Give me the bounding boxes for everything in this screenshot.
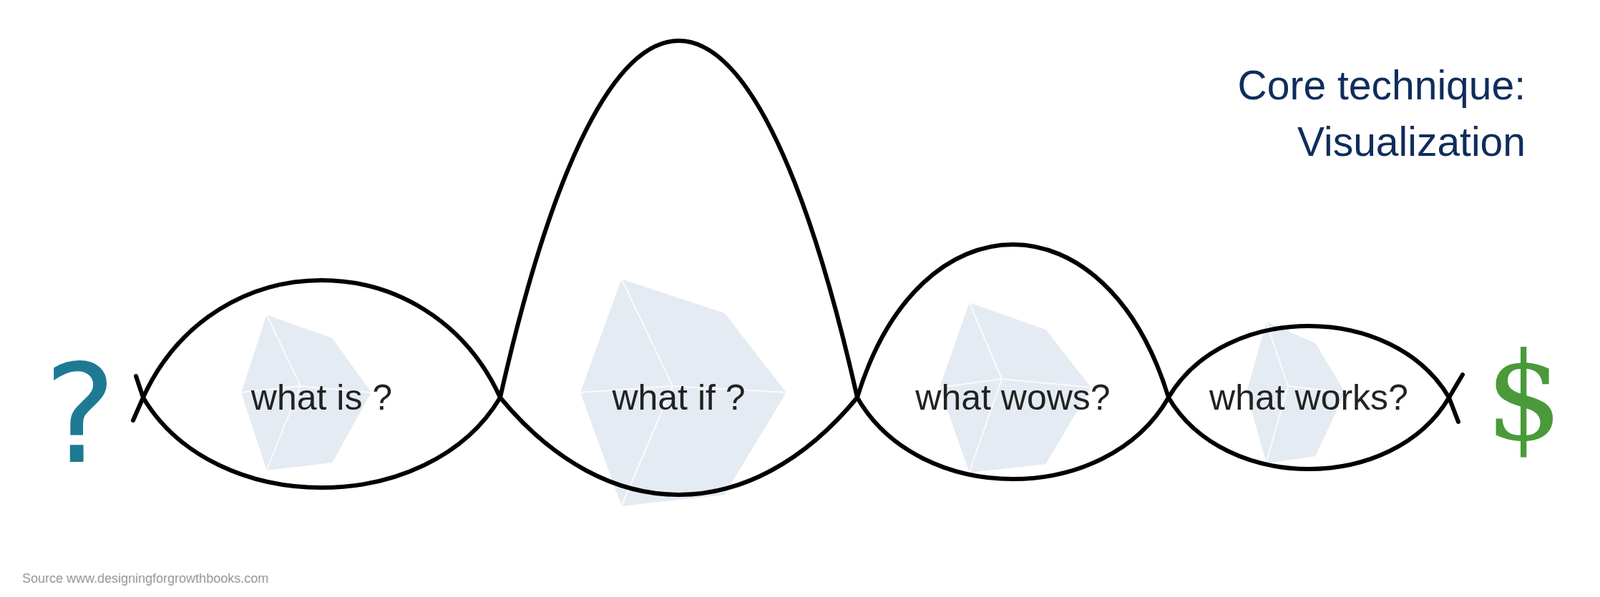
loop-label: what is ? [251, 378, 393, 418]
loop-node: what if ? [500, 33, 858, 503]
loop-node: what works? [1168, 319, 1450, 477]
loop-node: what is ? [143, 273, 501, 496]
slide-title: Core technique: Visualization [1167, 57, 1526, 171]
loop-label: what if ? [611, 378, 745, 418]
crossing-ends [133, 374, 1463, 423]
dollar-symbol: $ [1485, 331, 1563, 466]
loop-label: what works? [1209, 378, 1409, 418]
loop-outline [500, 33, 858, 503]
loop-outline [857, 237, 1169, 487]
loop-label: what wows? [915, 378, 1110, 418]
source-note: Source www.designingforgrowthbooks.com [22, 572, 269, 587]
question-symbol: ? [44, 340, 117, 491]
loop-node: what wows? [857, 237, 1169, 487]
